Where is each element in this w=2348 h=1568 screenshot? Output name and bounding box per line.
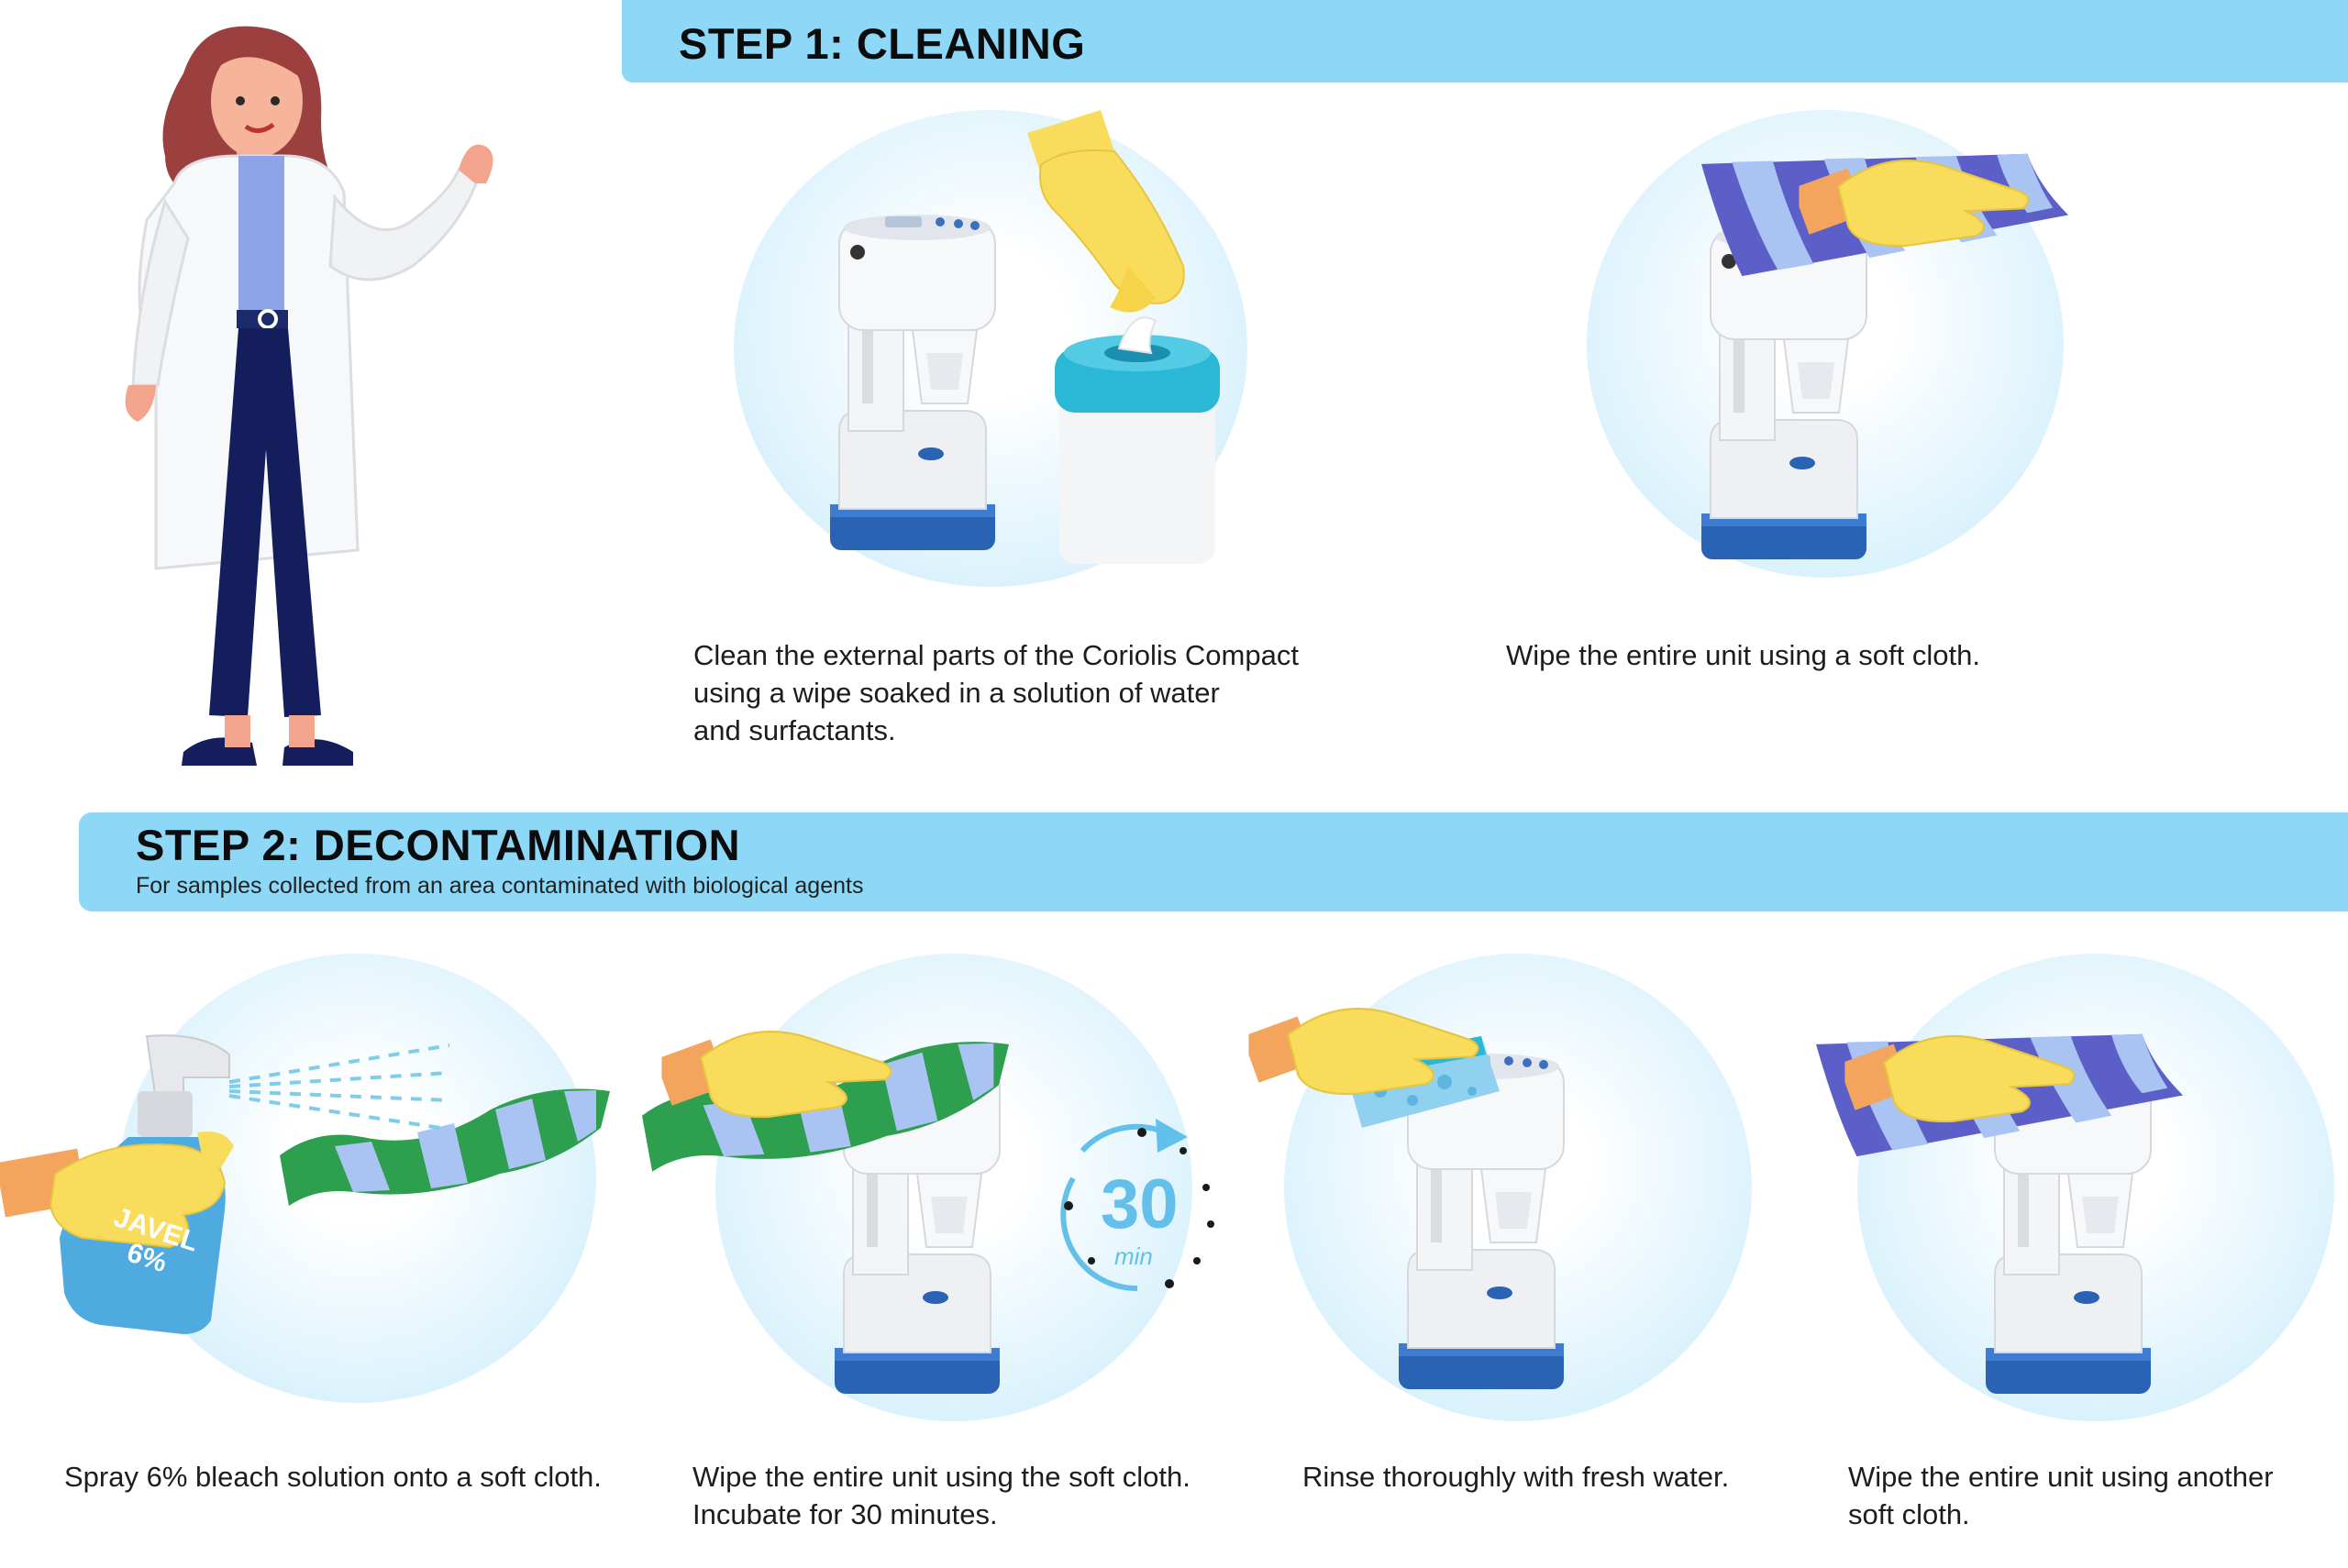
step2-subtitle: For samples collected from an area conta…	[136, 873, 864, 899]
step1-caption-b: Wipe the entire unit using a soft cloth.	[1506, 639, 1980, 671]
step2-caption-4: Wipe the entire unit using another soft …	[1848, 1461, 2274, 1530]
glove-icon	[1247, 986, 1486, 1123]
glove-icon	[1844, 1013, 2082, 1151]
step2-banner	[79, 812, 2348, 911]
timer-icon	[1060, 1119, 1214, 1292]
glove-icon	[1798, 138, 2036, 275]
timer-value: 30	[1101, 1165, 1179, 1243]
step2-caption-1: Spray 6% bleach solution onto a soft clo…	[64, 1461, 602, 1493]
spray-mist	[228, 1043, 450, 1130]
glove-icon	[660, 1009, 899, 1146]
scientist-illustration	[125, 26, 493, 766]
glove-icon	[1027, 110, 1185, 313]
step1-caption-a: Clean the external parts of the Coriolis…	[693, 639, 1299, 746]
step1-title: STEP 1: CLEANING	[679, 19, 1086, 68]
wipe-canister-icon	[1055, 316, 1220, 564]
coriolis-device-icon	[821, 197, 1004, 573]
step2-title: STEP 2: DECONTAMINATION	[136, 821, 741, 869]
step1-banner	[622, 0, 2348, 83]
timer-unit: min	[1114, 1242, 1153, 1270]
step2-caption-2: Wipe the entire unit using the soft clot…	[692, 1461, 1191, 1530]
spray-bottle-icon	[0, 1034, 234, 1334]
step2-caption-3: Rinse thoroughly with fresh water.	[1302, 1461, 1730, 1493]
